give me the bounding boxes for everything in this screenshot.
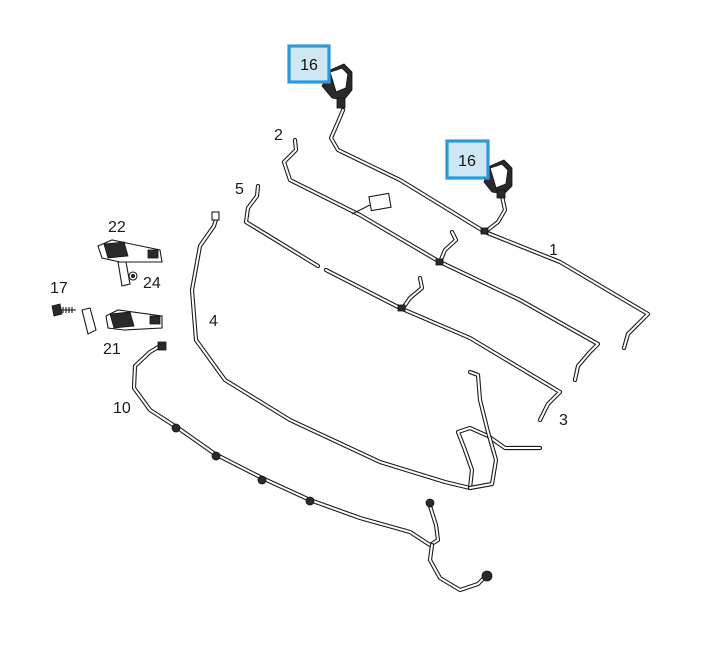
label-16-upper: 16 bbox=[300, 57, 318, 74]
label-part-10[interactable]: 10 bbox=[113, 400, 131, 417]
label-part-3[interactable]: 3 bbox=[559, 412, 568, 429]
hose-1 bbox=[328, 107, 651, 351]
bracket-22 bbox=[97, 239, 163, 287]
washer-pump-16-lower bbox=[483, 159, 513, 199]
hose-2 bbox=[281, 137, 601, 383]
label-part-5[interactable]: 5 bbox=[235, 181, 244, 198]
hose-10-clip bbox=[257, 475, 267, 485]
hose-4-end bbox=[211, 211, 220, 221]
label-part-2[interactable]: 2 bbox=[274, 127, 283, 144]
callout-16-lower[interactable]: 16 bbox=[445, 139, 490, 180]
label-part-1[interactable]: 1 bbox=[549, 242, 558, 259]
label-16-lower: 16 bbox=[458, 153, 476, 170]
nut-24 bbox=[128, 271, 138, 281]
label-part-22[interactable]: 22 bbox=[108, 219, 126, 236]
hose-3-5 bbox=[243, 183, 563, 423]
hose-4 bbox=[189, 211, 543, 491]
hose-2-connector bbox=[368, 192, 392, 212]
callout-16-upper[interactable]: 16 bbox=[287, 44, 331, 84]
label-part-24[interactable]: 24 bbox=[143, 275, 161, 292]
hose-10 bbox=[131, 341, 493, 593]
label-part-21[interactable]: 21 bbox=[103, 341, 121, 358]
label-part-17[interactable]: 17 bbox=[50, 280, 68, 297]
screw-17 bbox=[51, 303, 76, 317]
hose-10-end-fitting bbox=[425, 498, 435, 508]
hose-10-clip bbox=[211, 451, 221, 461]
bracket-21 bbox=[81, 307, 163, 335]
hose-10-connector bbox=[157, 341, 167, 351]
label-part-4[interactable]: 4 bbox=[209, 313, 218, 330]
hose-10-end-fitting bbox=[481, 570, 493, 582]
hose-2-clip bbox=[435, 258, 444, 266]
hose-10-clip bbox=[171, 423, 181, 433]
hose-10-clip bbox=[305, 496, 315, 506]
hose-1-clip bbox=[480, 227, 489, 235]
hose-3-clip bbox=[397, 304, 406, 312]
